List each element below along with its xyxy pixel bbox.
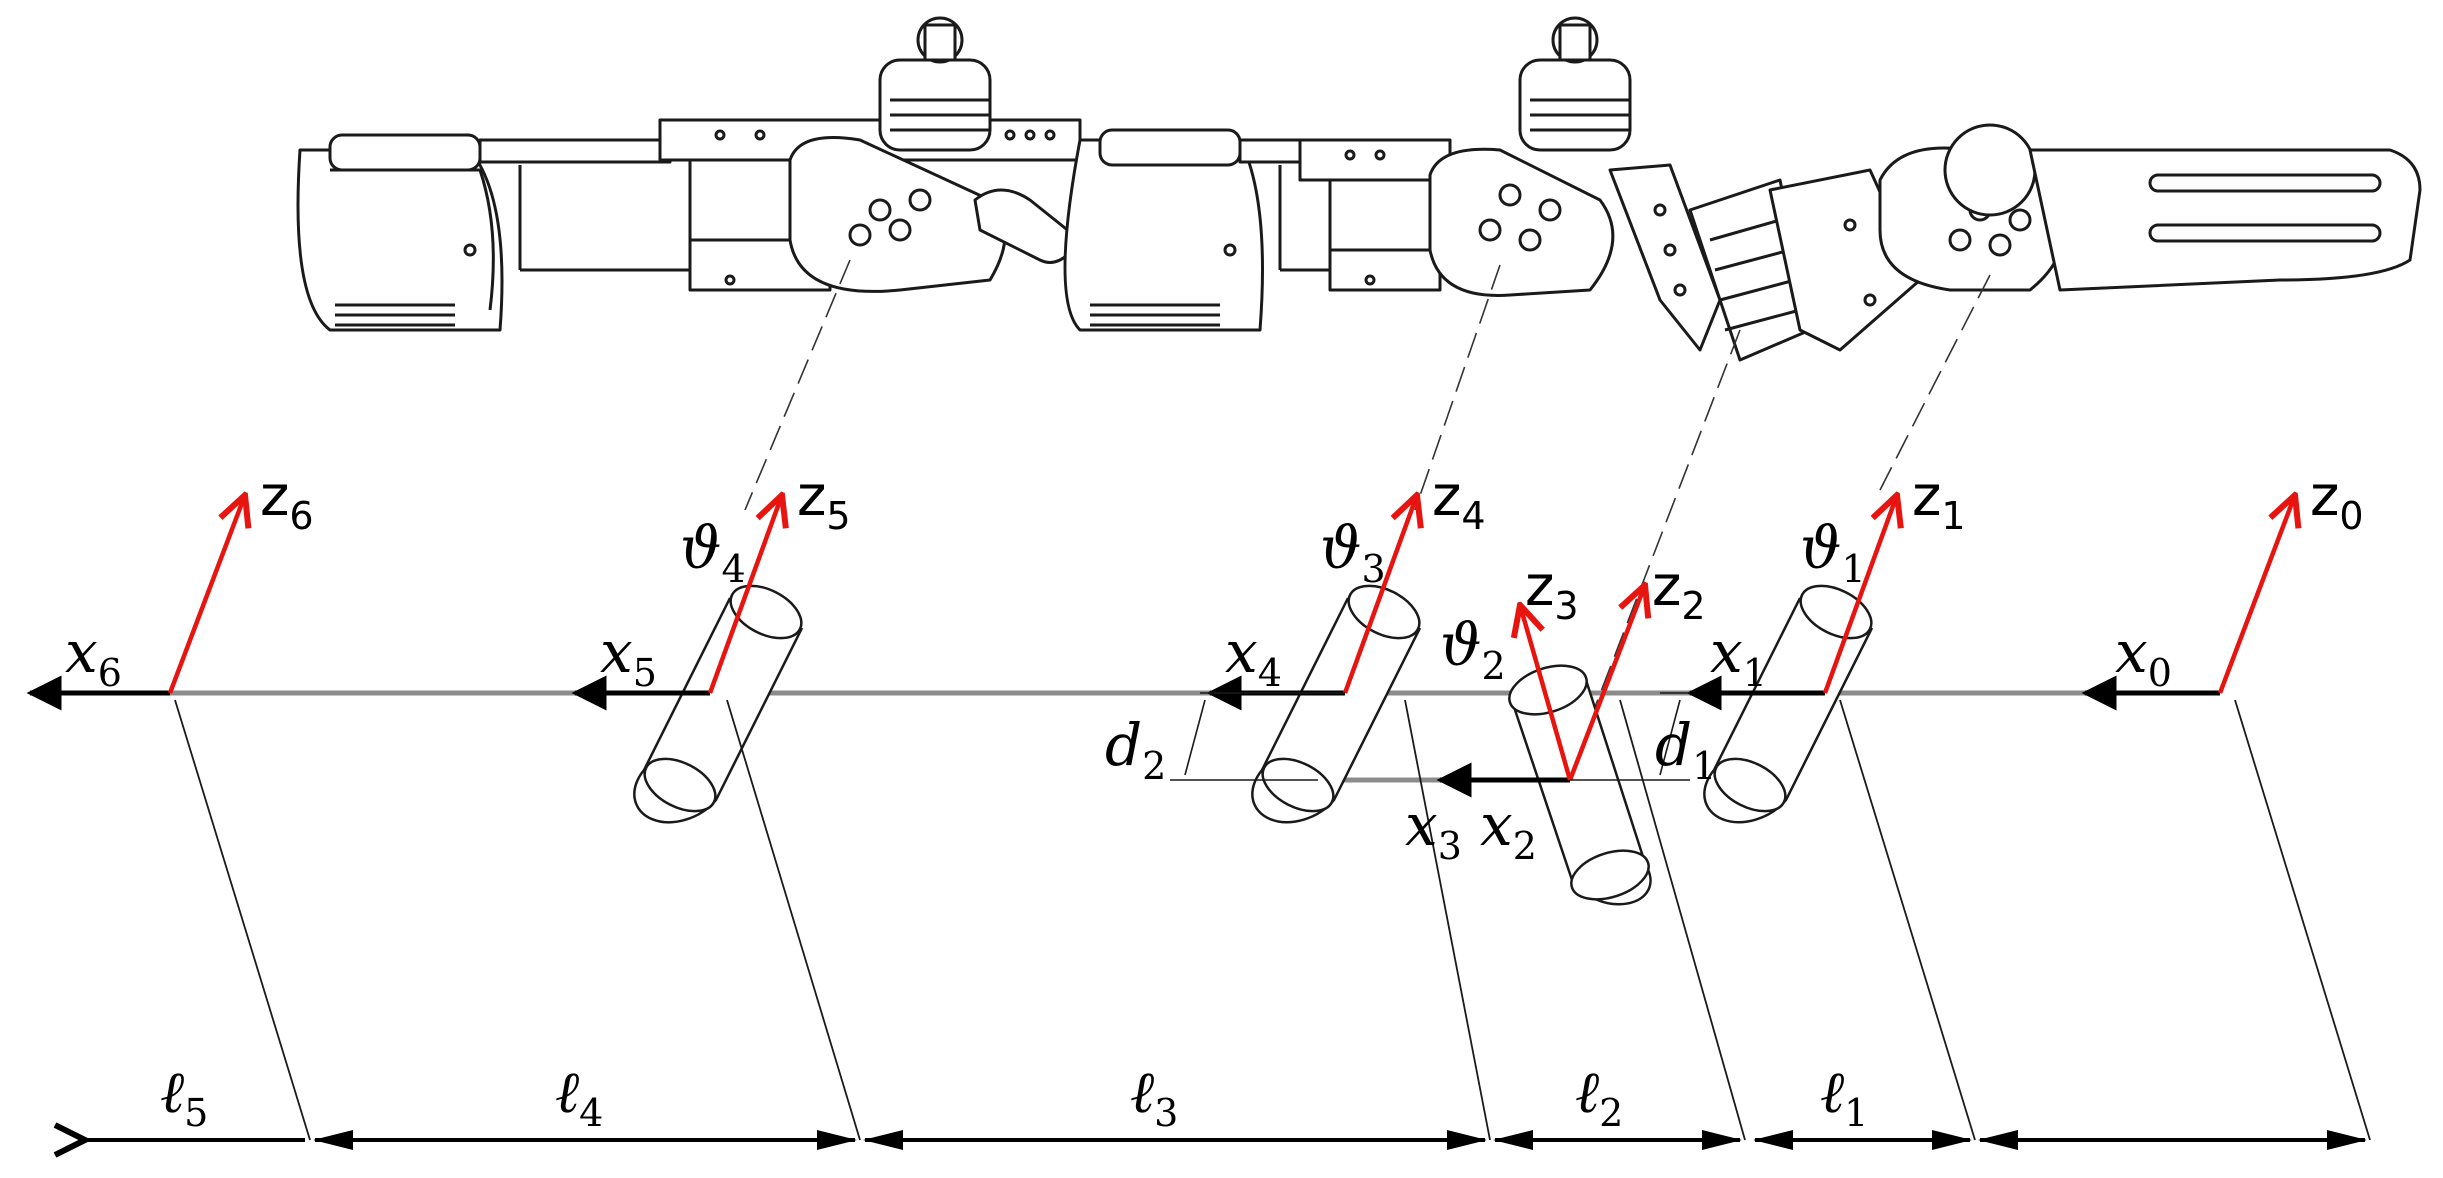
label-z6: z6	[260, 464, 314, 538]
label-x4: x4	[1225, 618, 1282, 695]
left-motor	[878, 16, 992, 152]
label-z5: z5	[797, 464, 851, 538]
label-theta3: ϑ3	[1320, 514, 1386, 591]
joint-cylinder-1	[1703, 584, 1874, 824]
joint-cylinder-4	[633, 584, 804, 824]
joint-cylinder-2	[1508, 664, 1652, 906]
label-z1: z1	[1912, 464, 1966, 538]
extension-lines	[174, 699, 2371, 1141]
z0-axis	[2217, 495, 2295, 694]
label-d2: d2	[1105, 711, 1166, 788]
middle-motor	[1518, 16, 1632, 152]
z1-axis	[1822, 495, 1897, 694]
projection-lines	[744, 259, 1991, 721]
left-bar	[478, 138, 672, 164]
label-theta4: ϑ4	[680, 514, 746, 591]
z5-axis	[707, 495, 782, 694]
label-z4: z4	[1432, 464, 1486, 538]
label-x6: x6	[65, 618, 122, 695]
label-l2: ℓ2	[1575, 1058, 1623, 1135]
label-theta1: ϑ1	[1800, 514, 1866, 591]
z6-axis	[167, 495, 245, 694]
label-l5: ℓ5	[160, 1058, 208, 1135]
right-plate	[2028, 148, 2422, 292]
z3-axis	[1520, 605, 1573, 781]
offset-dimensions	[1170, 692, 1690, 781]
label-d1: d1	[1655, 711, 1716, 788]
exoskeleton-drawing	[296, 16, 2422, 362]
label-z3: z3	[1525, 554, 1579, 628]
middle-cuff	[1063, 128, 1264, 332]
right-joint-disk	[1878, 123, 2068, 292]
label-l4: ℓ4	[555, 1058, 603, 1135]
label-z2: z2	[1652, 554, 1706, 628]
hinge-segment	[1608, 163, 1922, 362]
label-x5: x5	[600, 618, 657, 695]
label-x1: x1	[1710, 618, 1767, 695]
label-l1: ℓ1	[1820, 1058, 1868, 1135]
z-axes	[167, 495, 2295, 781]
z2-axis	[1567, 585, 1645, 781]
middle-joint-disk	[1428, 147, 1615, 297]
joint-cylinder-3	[1251, 584, 1422, 824]
left-cuff	[296, 133, 504, 332]
middle-connector	[1298, 138, 1452, 292]
joint-cylinders	[633, 584, 1874, 906]
label-l3: ℓ3	[1130, 1058, 1178, 1135]
label-x3: x3	[1405, 791, 1462, 868]
label-z0: z0	[2310, 464, 2364, 538]
label-theta2: ϑ2	[1440, 611, 1506, 688]
x-axes	[26, 675, 2220, 798]
z4-axis	[1342, 495, 1417, 694]
label-x0: x0	[2115, 618, 2172, 695]
label-x2: x2	[1480, 791, 1537, 868]
